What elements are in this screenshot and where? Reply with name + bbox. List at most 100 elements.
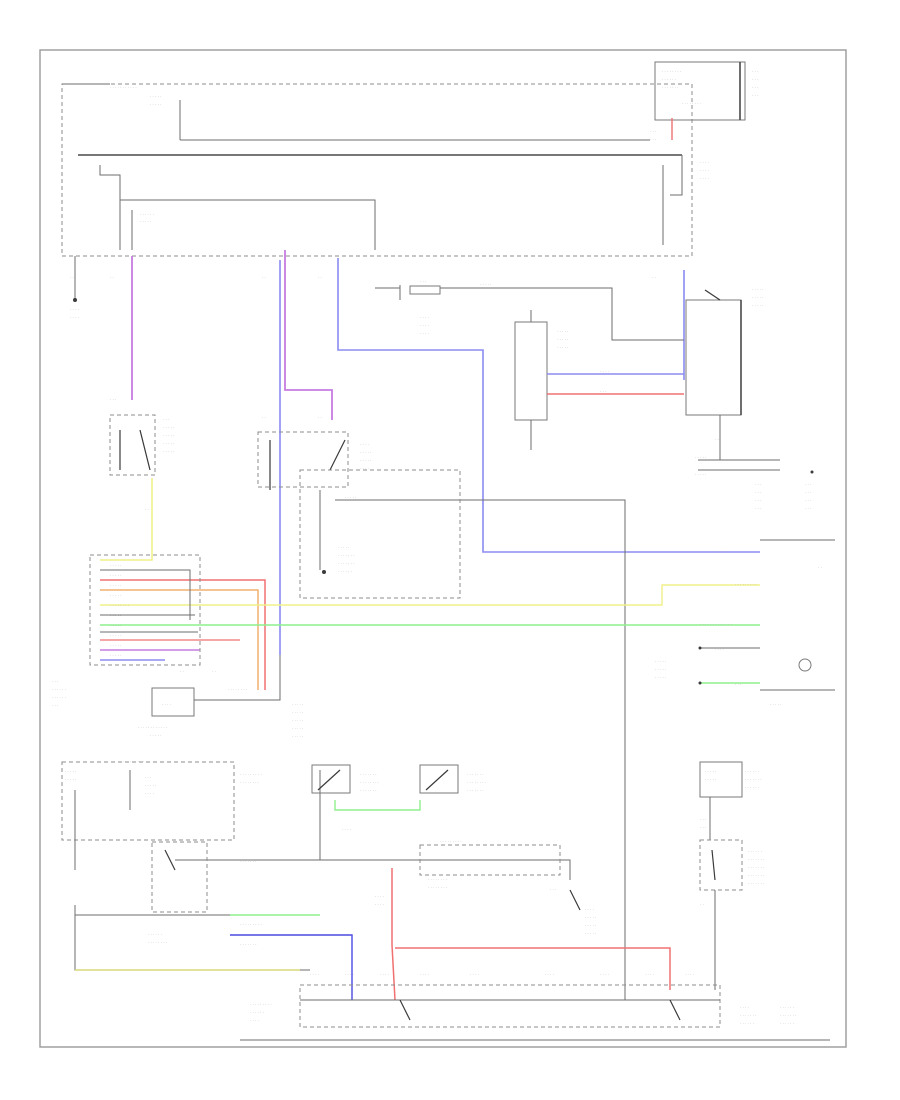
- svg-text:. . . . . . . . . . . . .: . . . . . . . . . . . . .: [700, 621, 732, 626]
- svg-text:. . . . .: . . . . .: [360, 449, 371, 454]
- svg-text:. .: . .: [212, 668, 216, 673]
- svg-text:. . . .: . . . .: [740, 1004, 749, 1009]
- svg-text:. . . . .: . . . . .: [65, 776, 76, 781]
- svg-text:. . . . .: . . . . .: [110, 582, 121, 587]
- svg-text:. . . . .: . . . . .: [338, 544, 349, 549]
- svg-text:. . . . . .: . . . . . .: [52, 694, 66, 699]
- svg-text:. . .: . . .: [550, 886, 556, 891]
- svg-text:. . . . . . .: . . . . . . .: [240, 941, 257, 946]
- svg-text:. . . .: . . . .: [420, 322, 429, 327]
- svg-text:. . . . . . .: . . . . . . .: [748, 864, 765, 869]
- svg-text:. . . . .: . . . . .: [480, 281, 491, 286]
- svg-text:. . . .: . . . .: [375, 901, 384, 906]
- svg-text:. . . . .: . . . . .: [715, 548, 726, 553]
- svg-text:. . . . .: . . . . .: [655, 666, 666, 671]
- svg-text:. . . . . .: . . . . . .: [52, 686, 66, 691]
- svg-text:. . . . . . . . .: . . . . . . . . .: [240, 921, 262, 926]
- svg-text:. . . .: . . . .: [420, 330, 429, 335]
- svg-text:. . . . . . . .: . . . . . . . .: [228, 686, 247, 691]
- svg-text:. . . .: . . . .: [600, 971, 609, 976]
- svg-text:. . . . . . . .: . . . . . . . .: [110, 602, 129, 607]
- fuse-terminals: . . . . . . . . . . . . . . . . . .: [70, 256, 656, 319]
- svg-text:. . . . . . .: . . . . . . .: [780, 1012, 797, 1017]
- svg-text:. . . .: . . . .: [250, 1017, 259, 1022]
- svg-text:. . .: . . .: [700, 816, 706, 821]
- svg-text:. . . . .: . . . . .: [110, 632, 121, 637]
- svg-text:. . .: . . .: [805, 481, 811, 486]
- svg-text:. . . . . . .: . . . . . . .: [745, 776, 762, 781]
- svg-text:. . . .: . . . .: [70, 306, 79, 311]
- bottom-relay: . . . . . . . . . . . . . . . . . . . . …: [320, 838, 671, 1001]
- middle-switch: . . . . . . . . . . . . . . . . . . . . …: [257, 414, 626, 1000]
- svg-text:. .: . .: [262, 414, 266, 419]
- blower-motor: . . . . . . . . . . . . . . . . .: [685, 286, 763, 461]
- svg-text:. . . .: . . . .: [360, 465, 369, 470]
- ac-amplifier: . . . . . . . . . . . . . . . . . . . . …: [138, 655, 303, 738]
- svg-text:. . . . . . . .: . . . . . . . .: [428, 884, 447, 889]
- svg-text:. . . . . . .: . . . . . . .: [740, 1012, 757, 1017]
- svg-text:. . . .: . . . .: [145, 790, 154, 795]
- svg-text:. . . .: . . . .: [162, 701, 171, 706]
- right-small-connectors: . . . . . . . . . . . . . . . . . . . . …: [655, 646, 760, 686]
- svg-text:. . . . . . .: . . . . . . .: [662, 84, 679, 89]
- svg-text:. . . . . . . .: . . . . . . . .: [360, 779, 379, 784]
- svg-text:. . . . . . .: . . . . . . .: [360, 771, 377, 776]
- svg-text:. . . . . . . . .: . . . . . . . . .: [440, 838, 462, 843]
- svg-text:. . . . . . . .: . . . . . . . .: [240, 779, 259, 784]
- fuse-box-top: . . . . . . . . . . . . . . . . . . . . …: [61, 83, 693, 257]
- svg-text:. . . . . . . . . .: . . . . . . . . . .: [120, 758, 144, 763]
- svg-text:. . . . . . .: . . . . . . .: [748, 880, 765, 885]
- svg-text:. . . .: . . . .: [700, 175, 709, 180]
- svg-text:. .: . .: [262, 274, 266, 279]
- svg-text:. . . . . . .: . . . . . . .: [240, 858, 257, 863]
- svg-text:. . . . . .: . . . . . .: [748, 848, 762, 853]
- svg-text:. .: . .: [818, 564, 822, 569]
- svg-text:. . . . .: . . . . .: [163, 424, 174, 429]
- svg-text:. . .: . . .: [600, 388, 606, 393]
- svg-text:. . . . .: . . . . .: [292, 701, 303, 706]
- svg-text:. .: . .: [715, 436, 719, 441]
- svg-text:. .: . .: [70, 274, 74, 279]
- svg-text:. . . . .: . . . . .: [65, 768, 76, 773]
- svg-text:. . . . . .: . . . . . .: [745, 768, 759, 773]
- svg-text:. . . . . . . .: . . . . . . . .: [662, 68, 681, 73]
- svg-text:. . . . . . .: . . . . . . .: [338, 552, 355, 557]
- svg-text:. . .: . . .: [163, 416, 169, 421]
- svg-text:. . . . . . . . . . . .: . . . . . . . . . . . .: [138, 724, 167, 729]
- svg-text:. . . . .: . . . . .: [695, 471, 706, 476]
- svg-text:. . . . . .: . . . . . .: [745, 784, 759, 789]
- bottom-connector-strip: . . . . . . . . . . . . . . . . . . . . …: [240, 971, 830, 1041]
- svg-text:. . . .: . . . .: [70, 314, 79, 319]
- svg-text:. .: . .: [145, 506, 149, 511]
- svg-text:. . . . .: . . . . .: [292, 717, 303, 722]
- svg-text:. . . . . . .: . . . . . . .: [748, 856, 765, 861]
- svg-text:. . . . . .: . . . . . .: [148, 931, 162, 936]
- svg-text:. . .: . . .: [805, 489, 811, 494]
- svg-text:. . . . . . . . .: . . . . . . . . .: [735, 581, 757, 586]
- blue-wire: [279, 258, 760, 655]
- svg-text:. . . . .: . . . . .: [292, 709, 303, 714]
- svg-text:. . . . . . .: . . . . . . .: [338, 560, 355, 565]
- svg-text:. . .: . . .: [755, 497, 761, 502]
- svg-text:. .: . .: [652, 274, 656, 279]
- svg-text:. . . .: . . . .: [685, 971, 694, 976]
- svg-text:. . .: . . .: [420, 278, 426, 283]
- svg-text:. . . .: . . . .: [715, 646, 724, 651]
- svg-text:. .: . .: [318, 274, 322, 279]
- svg-text:. . . . .: . . . . .: [150, 93, 161, 98]
- svg-text:. .: . .: [700, 901, 704, 906]
- svg-text:. . .: . . .: [755, 481, 761, 486]
- right-connector: . . . . . . . . . . . . . . . . . . . . …: [695, 454, 835, 706]
- svg-text:. .: . .: [110, 274, 114, 279]
- diagram-border: [39, 49, 847, 1048]
- svg-text:. . . . . .: . . . . . .: [338, 568, 352, 573]
- svg-text:. . .: . . .: [735, 681, 741, 686]
- svg-text:. . . . . .: . . . . . .: [780, 1004, 794, 1009]
- svg-text:. . . .: . . . .: [420, 314, 429, 319]
- svg-text:. . . . .: . . . . .: [695, 454, 706, 459]
- svg-text:. . . .: . . . .: [375, 893, 384, 898]
- svg-text:. .: . .: [180, 668, 184, 673]
- svg-text:. . .: . . .: [650, 136, 656, 141]
- svg-text:. . . . .: . . . . .: [752, 286, 763, 291]
- svg-text:. . . . . .: . . . . . .: [662, 76, 676, 81]
